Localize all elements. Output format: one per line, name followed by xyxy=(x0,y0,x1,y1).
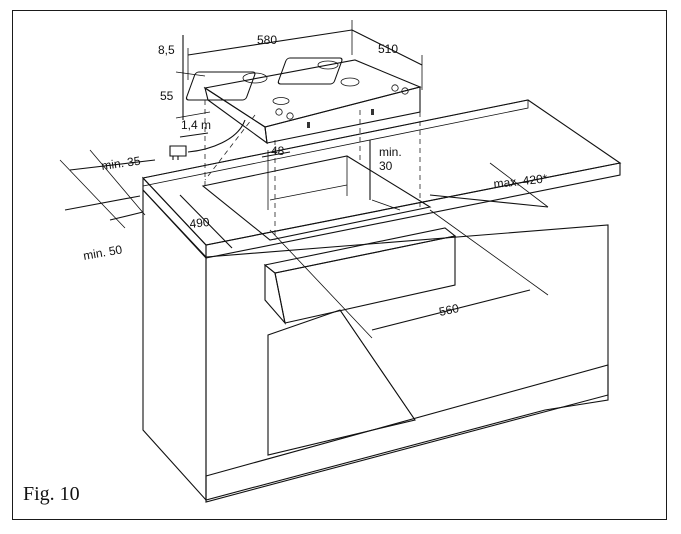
dim-label-max420: max. 420* xyxy=(493,171,549,191)
dim-ext-min35 xyxy=(89,149,146,216)
dim-label-490: 490 xyxy=(189,215,211,231)
dim-line-min50-a xyxy=(64,195,141,211)
figure-caption: Fig. 10 xyxy=(23,483,80,505)
dim-label-580: 580 xyxy=(257,33,277,47)
dim-ext-55-a xyxy=(175,71,206,77)
hob-label-1 xyxy=(307,122,310,128)
control-knob-4 xyxy=(275,108,283,116)
cabinet-front-panel xyxy=(205,224,609,501)
cutout-inner-edge-2 xyxy=(269,184,348,201)
proj-line-5 xyxy=(204,114,256,181)
control-knob-2 xyxy=(401,87,409,95)
oven-opening xyxy=(267,309,416,456)
dim-line-1-4m xyxy=(179,132,209,138)
control-knob-3 xyxy=(286,112,294,120)
dim-line-min50-b xyxy=(109,211,144,221)
burner-2 xyxy=(317,60,339,70)
burner-3 xyxy=(272,97,290,105)
dim-ext-min50 xyxy=(59,159,126,229)
dim-label-55: 55 xyxy=(160,89,174,103)
dim-line-560 xyxy=(371,289,531,331)
dim-ext-560-a xyxy=(429,209,549,296)
hob-housing-left xyxy=(204,86,268,145)
dim-line-48 xyxy=(261,151,291,158)
pan-support-2 xyxy=(277,57,343,85)
dim-ext-max420 xyxy=(489,162,549,208)
dim-label-8-5: 8,5 xyxy=(158,43,175,57)
dim-label-560: 560 xyxy=(438,301,461,319)
pan-support-1 xyxy=(185,71,256,101)
dim-label-1-4m: 1,4 m xyxy=(181,118,211,132)
drawer-side xyxy=(264,263,286,325)
dim-line-min35 xyxy=(69,159,156,171)
dim-line-510 xyxy=(351,29,423,66)
dim-line-max420 xyxy=(429,194,549,208)
dim-label-min30-a: min. xyxy=(379,145,402,159)
dim-label-min35: min. 35 xyxy=(100,154,141,173)
hob-label-2 xyxy=(371,109,374,115)
cutout-inner-edge-3 xyxy=(371,199,401,211)
plug-icon xyxy=(169,145,187,160)
cabinet-left-panel xyxy=(142,188,207,502)
oven-opening-edge xyxy=(339,309,416,421)
dim-ext-560-b xyxy=(269,229,373,339)
figure-frame xyxy=(12,10,667,520)
burner-4 xyxy=(340,77,360,87)
power-cable xyxy=(187,119,246,153)
cabinet-plinth xyxy=(205,364,609,503)
dim-label-48: 48 xyxy=(271,144,285,158)
burner-1 xyxy=(242,72,268,84)
control-knob-1 xyxy=(391,84,399,92)
dim-label-510: 510 xyxy=(378,42,398,56)
worktop-back-strip xyxy=(142,99,529,187)
hob-base xyxy=(203,59,422,128)
dim-line-580 xyxy=(187,29,353,56)
dim-ext-55-b xyxy=(175,111,211,119)
dim-label-min30-b: 30 xyxy=(379,159,393,173)
hob-cutout xyxy=(201,155,432,241)
dim-label-min50: min. 50 xyxy=(82,242,124,263)
dim-line-490 xyxy=(179,194,233,249)
